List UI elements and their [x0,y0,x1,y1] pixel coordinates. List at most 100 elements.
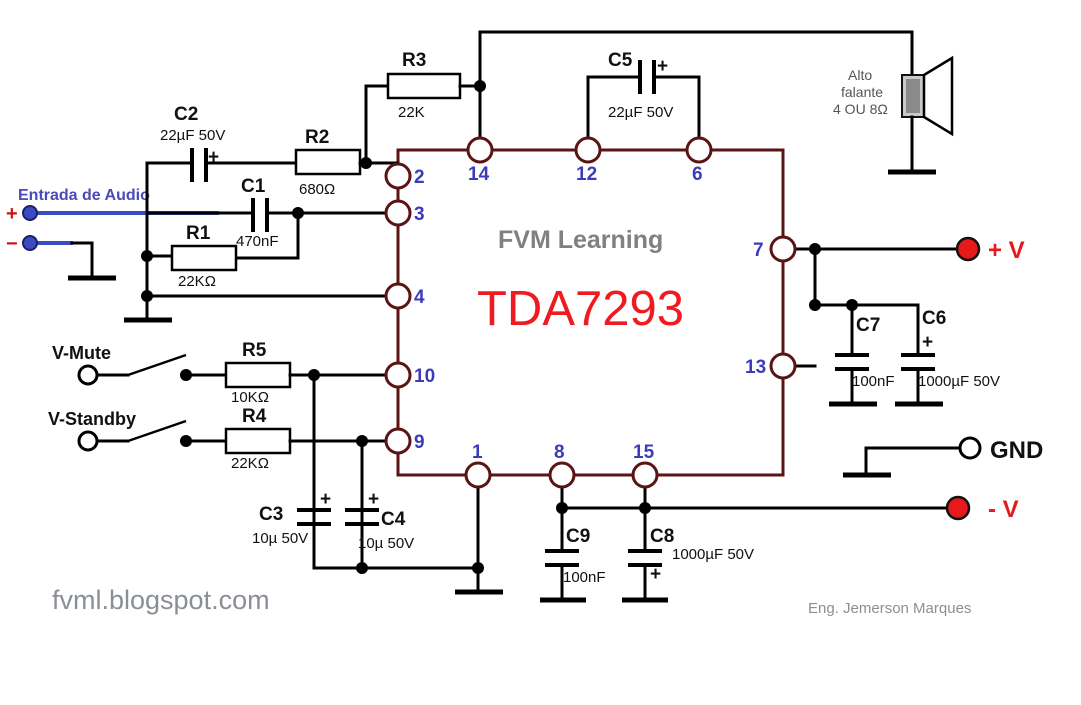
ic-pin-13[interactable] [769,352,797,380]
component-C7 [829,303,877,407]
label-C7-ref: C7 [856,315,880,336]
component-C4 [345,508,379,526]
negative-supply-label: - V [988,496,1019,523]
ic-pin-6[interactable] [685,136,713,164]
ic-body [396,148,785,477]
label-R1-ref: R1 [186,223,211,244]
ic-brand-label: FVM Learning [498,226,663,254]
label-R2-ref: R2 [305,127,329,148]
input-plus-terminal[interactable] [22,205,38,221]
v-mute-terminal[interactable] [77,364,99,386]
ic-pin-15[interactable] [631,461,659,489]
pin-label-4: 4 [414,287,425,308]
ic-pin-4[interactable] [384,282,412,310]
audio-input-minus: − [6,233,18,255]
R4-body [224,427,292,455]
label-C5-ref: C5 [608,50,633,71]
ic-pin-3[interactable] [384,199,412,227]
label-C2-value: 22µF 50V [160,127,225,144]
positive-supply-terminal[interactable] [955,236,981,262]
label-C2-ref: C2 [174,104,198,125]
component-R2 [294,148,400,176]
label-C7-value: 100nF [852,373,895,390]
v-standby-terminal[interactable] [77,430,99,452]
C3-polarity-mark: + [320,489,331,510]
label-R4-ref: R4 [242,406,267,427]
label-C1-value: 470nF [236,233,279,250]
negative-supply-terminal[interactable] [945,495,971,521]
pin-label-12: 12 [576,164,597,185]
R3-body [386,72,462,100]
ic-pin-9[interactable] [384,427,412,455]
component-R3 [364,30,914,165]
component-C1 [145,198,400,260]
pin-label-13: 13 [745,357,766,378]
ground-terminal[interactable] [958,436,982,460]
positive-supply-label: + V [988,237,1025,264]
ic-pin-2[interactable] [384,162,412,190]
component-R1 [145,244,238,272]
ground-label: GND [990,437,1043,464]
label-R2-value: 680Ω [299,181,335,198]
junction-pin1-ground [472,562,484,574]
positive-rail-bus [781,243,960,368]
ic-part-number: TDA7293 [477,282,684,336]
label-R1-value: 22KΩ [178,273,216,290]
label-C6-value: 1000µF 50V [918,373,1000,390]
component-C8 [622,506,668,603]
label-C4-ref: C4 [381,509,406,530]
label-R4-value: 22KΩ [231,455,269,472]
ic-pin-7[interactable] [769,235,797,263]
label-C9-value: 100nF [563,569,606,586]
speaker-symbol [888,30,954,175]
component-C9 [540,506,586,603]
label-C3-value: 10µ 50V [252,530,308,547]
pin1-ground [455,473,503,595]
input-minus-terminal[interactable] [22,235,38,251]
R2-body [294,148,362,176]
pin-label-2: 2 [414,167,425,188]
pin-label-15: 15 [633,442,655,463]
v-mute-label: V-Mute [52,343,111,363]
ic-pin-1[interactable] [464,461,492,489]
negative-rail-bus [556,473,960,514]
v-standby-switch-blade[interactable] [127,419,187,443]
gnd-terminal-group [843,436,982,478]
audio-input-label: Entrada de Audio [18,187,150,204]
ic-pin-12[interactable] [574,136,602,164]
label-C6-ref: C6 [922,308,946,329]
v-mute-branch [77,353,400,570]
R1-body [170,244,238,272]
label-C8-value: 1000µF 50V [672,546,754,563]
footer-credit-label: Eng. Jemerson Marques [808,600,971,617]
ic-pin-8[interactable] [548,461,576,489]
C8-polarity-mark: + [650,564,661,585]
pin-label-10: 10 [414,366,435,387]
v-standby-label: V-Standby [48,409,136,429]
label-C4-value: 10µ 50V [358,535,414,552]
audio-input-plus: + [6,203,18,225]
v-mute-switch-blade[interactable] [127,353,187,377]
C6-polarity-mark: + [922,332,933,353]
C5-polarity-mark: + [657,56,668,77]
ic-pin-10[interactable] [384,361,412,389]
pin-label-6: 6 [692,164,703,185]
label-R3-ref: R3 [402,50,426,71]
pin-label-7: 7 [753,240,764,261]
pin-label-9: 9 [414,432,425,453]
label-C3-ref: C3 [259,504,283,525]
label-R3-value: 22K [398,104,425,121]
component-C6 [895,303,943,407]
component-C2 [183,148,298,182]
ic-pin-14[interactable] [466,136,494,164]
speaker-label-line3: 4 OU 8Ω [833,101,888,117]
footer-site-label: fvml.blogspot.com [52,585,270,615]
label-C1-ref: C1 [241,176,266,197]
label-C8-ref: C8 [650,526,674,547]
label-C5-value: 22µF 50V [608,104,673,121]
C4-polarity-mark: + [368,489,379,510]
pin-label-14: 14 [468,164,490,185]
component-C3 [297,508,331,526]
speaker-label-line1: Alto [848,67,872,83]
